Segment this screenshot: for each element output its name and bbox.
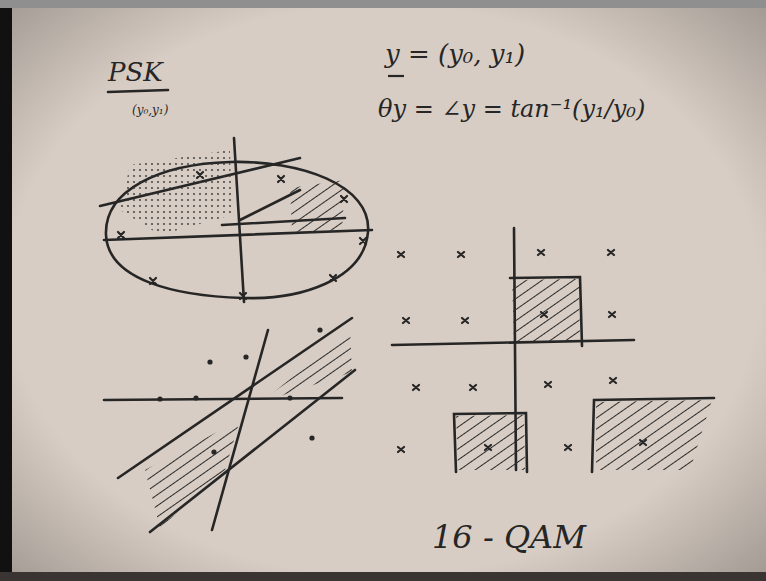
constellation-title: 16 - QAM [432, 520, 586, 555]
point-label: (y₀,y₁) [132, 104, 168, 117]
vector-definition: y = (y₀, y₁) [385, 40, 525, 69]
section-heading: PSK [108, 58, 163, 87]
angle-formula: θy = ∠y = tan⁻¹(y₁/y₀) [378, 96, 645, 122]
